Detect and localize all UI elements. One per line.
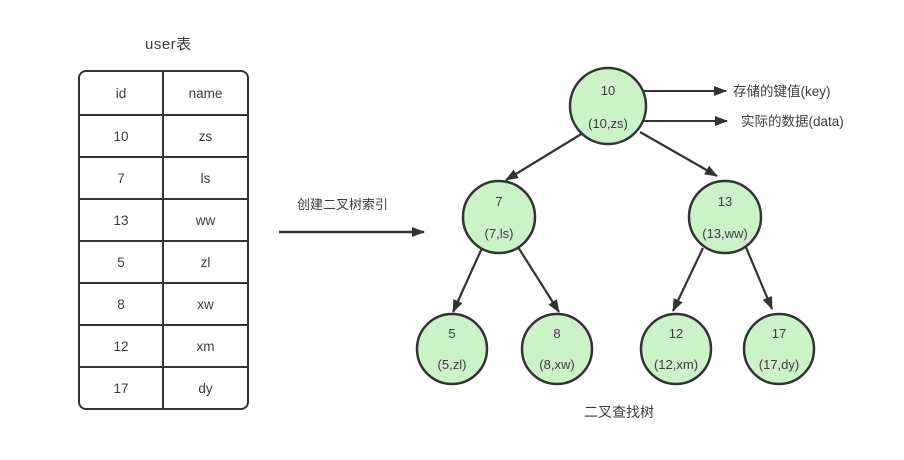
node-key: 7 bbox=[495, 194, 502, 209]
tree-node-10: 10 (10,zs) bbox=[568, 66, 648, 146]
create-index-label: 创建二叉树索引 bbox=[297, 197, 388, 212]
node-key: 17 bbox=[772, 326, 786, 341]
node-key: 8 bbox=[553, 326, 560, 341]
node-record: (13,ww) bbox=[702, 226, 748, 241]
tree-caption: 二叉查找树 bbox=[584, 404, 654, 420]
table-cell-id: 10 bbox=[80, 114, 164, 156]
tree-node-17: 17 (17,dy) bbox=[742, 312, 816, 386]
node-circle bbox=[742, 312, 816, 386]
node-circle bbox=[415, 312, 489, 386]
table-cell-name: dy bbox=[164, 366, 247, 408]
column-header-name: name bbox=[188, 85, 223, 101]
node-key: 12 bbox=[669, 326, 683, 341]
tree-node-8: 8 (8,xw) bbox=[520, 312, 594, 386]
table-cell-id: 12 bbox=[80, 324, 164, 366]
column-header-id: id bbox=[80, 72, 164, 114]
node-record: (17,dy) bbox=[759, 357, 799, 372]
user-table: id name 10 zs 7 ls 13 ww 5 zl 8 xw 12 xm… bbox=[78, 70, 249, 410]
table-cell-name: ww bbox=[164, 198, 247, 240]
edge-7-8 bbox=[517, 246, 560, 313]
node-record: (8,xw) bbox=[539, 357, 574, 372]
node-key: 10 bbox=[601, 83, 615, 98]
node-record: (12,xm) bbox=[654, 357, 698, 372]
table-cell-name: zl bbox=[164, 240, 247, 282]
edge-13-12 bbox=[672, 247, 704, 312]
node-circle bbox=[639, 312, 713, 386]
node-record: (7,ls) bbox=[485, 226, 514, 241]
data-annotation-label: 实际的数据(data) bbox=[741, 114, 844, 129]
tree-node-7: 7 (7,ls) bbox=[461, 179, 537, 255]
node-circle bbox=[520, 312, 594, 386]
node-record: (5,zl) bbox=[438, 357, 467, 372]
edge-13-17 bbox=[743, 244, 774, 310]
table-cell-id: 8 bbox=[80, 282, 164, 324]
node-circle bbox=[568, 66, 648, 146]
table-cell-name: ls bbox=[164, 156, 247, 198]
node-circle bbox=[461, 179, 537, 255]
edge-7-5 bbox=[451, 247, 484, 313]
table-cell-name: xm bbox=[164, 324, 247, 366]
table-cell-name: xw bbox=[164, 282, 247, 324]
tree-node-5: 5 (5,zl) bbox=[415, 312, 489, 386]
node-circle bbox=[687, 179, 763, 255]
table-cell-id: 13 bbox=[80, 198, 164, 240]
table-cell-id: 17 bbox=[80, 366, 164, 408]
tree-node-12: 12 (12,xm) bbox=[639, 312, 713, 386]
node-record: (10,zs) bbox=[588, 116, 628, 131]
table-cell-id: 5 bbox=[80, 240, 164, 282]
table-title: user表 bbox=[145, 36, 192, 53]
edge-10-13 bbox=[639, 131, 718, 177]
node-key: 5 bbox=[448, 326, 455, 341]
edge-10-7 bbox=[505, 132, 584, 181]
table-cell-id: 7 bbox=[80, 156, 164, 198]
key-annotation-label: 存储的键值(key) bbox=[733, 84, 831, 99]
tree-node-13: 13 (13,ww) bbox=[687, 179, 763, 255]
node-key: 13 bbox=[718, 194, 732, 209]
table-cell-name: zs bbox=[164, 114, 247, 156]
